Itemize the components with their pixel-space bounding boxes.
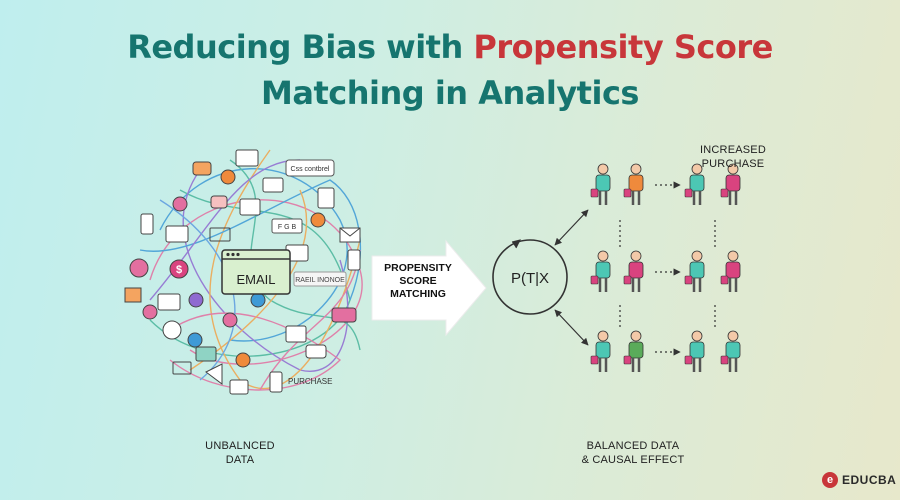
person-icon — [623, 163, 644, 205]
propensity-circle: P(T|X — [492, 239, 568, 315]
circle-label: P(T|X — [511, 270, 549, 287]
arrow-label-line: PROPENSITY — [384, 262, 452, 274]
email-label: EMAIL — [236, 272, 275, 287]
person-avatar-icon — [187, 332, 203, 348]
phone-icon — [140, 213, 154, 235]
label-css-control: Css contbrel — [291, 166, 330, 173]
person-icon — [590, 330, 611, 372]
label-purchase: PURCHASE — [288, 377, 332, 386]
label-fgb: F G B — [278, 224, 297, 231]
logo-text: EDUCBA — [842, 473, 897, 487]
caption-line: UNBALNCED — [205, 440, 275, 452]
arrow-down-right — [554, 309, 589, 346]
title-text: Reducing Bias with — [127, 28, 474, 66]
shopping-bag-icon — [684, 188, 693, 198]
cart-icon — [172, 361, 192, 375]
balanced-people — [590, 163, 741, 372]
person-avatar-icon — [220, 169, 236, 185]
person-icon — [720, 330, 741, 372]
increased-purchase-label: INCREASED PURCHASE — [688, 143, 778, 171]
label-box-css-control — [285, 159, 335, 177]
person-icon — [684, 250, 705, 292]
person-avatar-icon — [142, 304, 158, 320]
shopping-bag-icon — [720, 275, 729, 285]
dollar-sign: $ — [176, 264, 182, 276]
arrow-up-right — [554, 209, 589, 246]
balanced-data-caption: BALANCED DATA & CAUSAL EFFECT — [568, 439, 698, 467]
propensity-arrow — [371, 239, 487, 337]
shopping-bag-icon — [684, 355, 693, 365]
shopping-bag-icon — [590, 355, 599, 365]
chat-bubble-icon — [305, 344, 327, 359]
shopping-bag-icon — [623, 275, 632, 285]
person-icon — [590, 163, 611, 205]
person-icon — [623, 250, 644, 292]
person-avatar-icon — [310, 212, 326, 228]
person-icon — [720, 163, 741, 205]
browser-window-icon — [157, 293, 181, 311]
shopping-bag-icon — [590, 275, 599, 285]
person-avatar-icon — [222, 312, 238, 328]
envelope-flap — [339, 227, 361, 237]
shopping-bag-icon — [623, 355, 632, 365]
shopping-bag-icon — [720, 355, 729, 365]
caption-line: DATA — [225, 454, 255, 466]
phone-icon — [347, 249, 361, 271]
browser-window-icon — [262, 177, 284, 193]
label-box-fgb — [271, 218, 303, 234]
person-icon — [720, 250, 741, 292]
person-avatar-icon — [250, 292, 266, 308]
megaphone-icon — [129, 258, 149, 278]
title-accent: Propensity Score — [473, 28, 773, 66]
shopping-bag-icon — [623, 188, 632, 198]
phone-icon — [269, 371, 283, 393]
chat-bubble-icon — [192, 161, 212, 176]
matching-connectors — [619, 181, 716, 356]
person-icon — [684, 330, 705, 372]
person-icon — [623, 330, 644, 372]
calendar-icon — [239, 198, 261, 216]
arrow-label-line: MATCHING — [390, 288, 446, 300]
browser-window-icon — [235, 149, 259, 167]
logo-mark: e — [822, 472, 838, 488]
label-box-email-invoice — [293, 271, 347, 287]
copyright-icon — [162, 320, 182, 340]
chart-card-icon — [165, 225, 189, 243]
person-icon — [684, 163, 705, 205]
shopping-bag-icon — [720, 188, 729, 198]
document-icon — [317, 187, 335, 209]
person-icon — [590, 250, 611, 292]
arrow-label-line: SCORE — [399, 275, 437, 287]
cart-icon — [209, 227, 231, 242]
dollar-icon — [169, 259, 189, 279]
email-window: EMAIL — [221, 249, 291, 295]
chat-bubble-icon — [331, 307, 357, 323]
caption-line: & CAUSAL EFFECT — [581, 454, 685, 466]
page-title-line-2: Matching in Analytics — [261, 74, 639, 112]
shopping-bag-icon — [684, 275, 693, 285]
shopping-bag-icon — [590, 188, 599, 198]
calendar-icon — [229, 379, 249, 395]
caption-line: BALANCED DATA — [586, 440, 680, 452]
page-title-line-1: Reducing Bias with Propensity Score — [0, 26, 900, 68]
gift-icon — [124, 287, 142, 303]
network-icons: Css contbrel F G B $ RAEIL INONOE — [124, 149, 361, 395]
credit-card-icon — [195, 346, 217, 362]
educba-logo: e EDUCBA — [822, 470, 896, 490]
caption-line: PURCHASE — [701, 158, 765, 170]
megaphone-icon — [205, 363, 223, 385]
label-email-invoice: RAEIL INONOE — [295, 277, 345, 284]
unbalanced-data-caption: UNBALNCED DATA — [185, 439, 295, 467]
person-avatar-icon — [188, 292, 204, 308]
person-avatar-icon — [172, 196, 188, 212]
caption-line: INCREASED — [700, 144, 766, 156]
propensity-arrow-label: PROPENSITY SCORE MATCHING — [376, 262, 460, 301]
chat-bubble-icon — [210, 195, 228, 209]
calendar-icon — [285, 325, 307, 343]
person-avatar-icon — [235, 352, 251, 368]
